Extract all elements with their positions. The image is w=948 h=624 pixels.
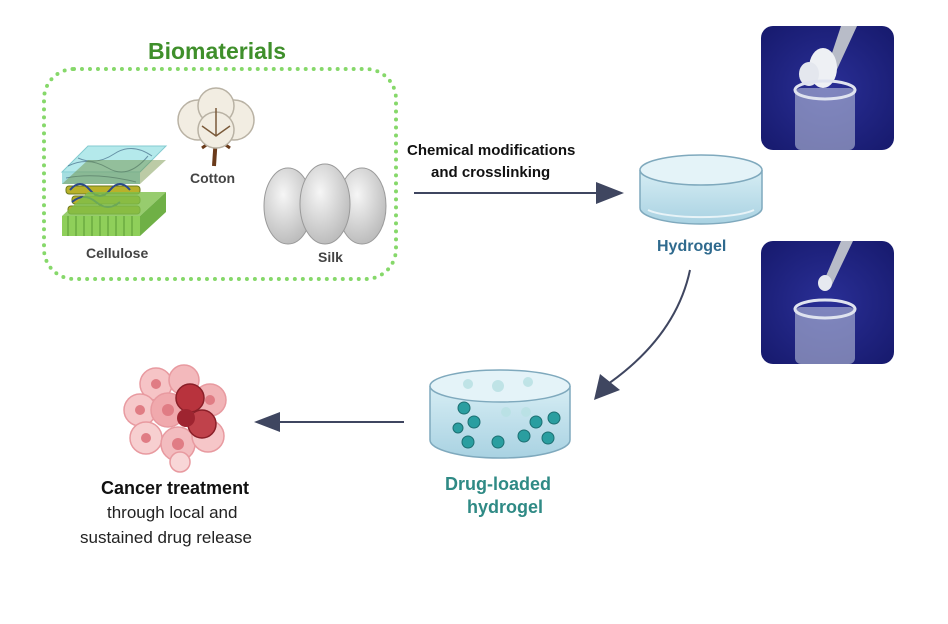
cancer-treatment-title: Cancer treatment — [101, 478, 250, 498]
drug-hydrogel-label-line1: Drug-loaded — [445, 474, 551, 494]
cellulose-label: Cellulose — [86, 245, 149, 261]
cotton-label: Cotton — [190, 170, 236, 186]
vial-photo-bottom — [761, 241, 894, 364]
arrow-to-cancer — [254, 412, 404, 432]
hydrogel-label: Hydrogel — [657, 238, 727, 255]
cancer-treatment-line2: sustained drug release — [80, 528, 253, 547]
vial-photo-icon — [761, 26, 894, 150]
arrow-to-hydrogel — [414, 182, 624, 204]
cancer-cell-cluster-icon — [123, 364, 227, 473]
silk-cocoon-icon — [263, 163, 387, 245]
biomaterials-box — [42, 67, 398, 281]
cotton-boll-icon — [177, 87, 255, 167]
silk-label: Silk — [318, 249, 343, 265]
step-label-line1: Chemical modifications — [407, 142, 576, 159]
hydrogel-disc-icon — [639, 154, 763, 225]
cellulose-fiber-icon — [60, 145, 168, 236]
step-label-line2: and crosslinking — [431, 164, 551, 181]
drug-hydrogel-disc-icon — [429, 369, 571, 459]
vial-photo-icon — [761, 241, 894, 364]
cancer-treatment-line1: through local and — [107, 503, 238, 522]
vial-photo-top — [761, 26, 894, 150]
drug-hydrogel-label-line2: hydrogel — [467, 497, 544, 517]
biomaterials-title: Biomaterials — [148, 38, 287, 64]
arrow-to-drug-hydrogel — [594, 269, 691, 400]
